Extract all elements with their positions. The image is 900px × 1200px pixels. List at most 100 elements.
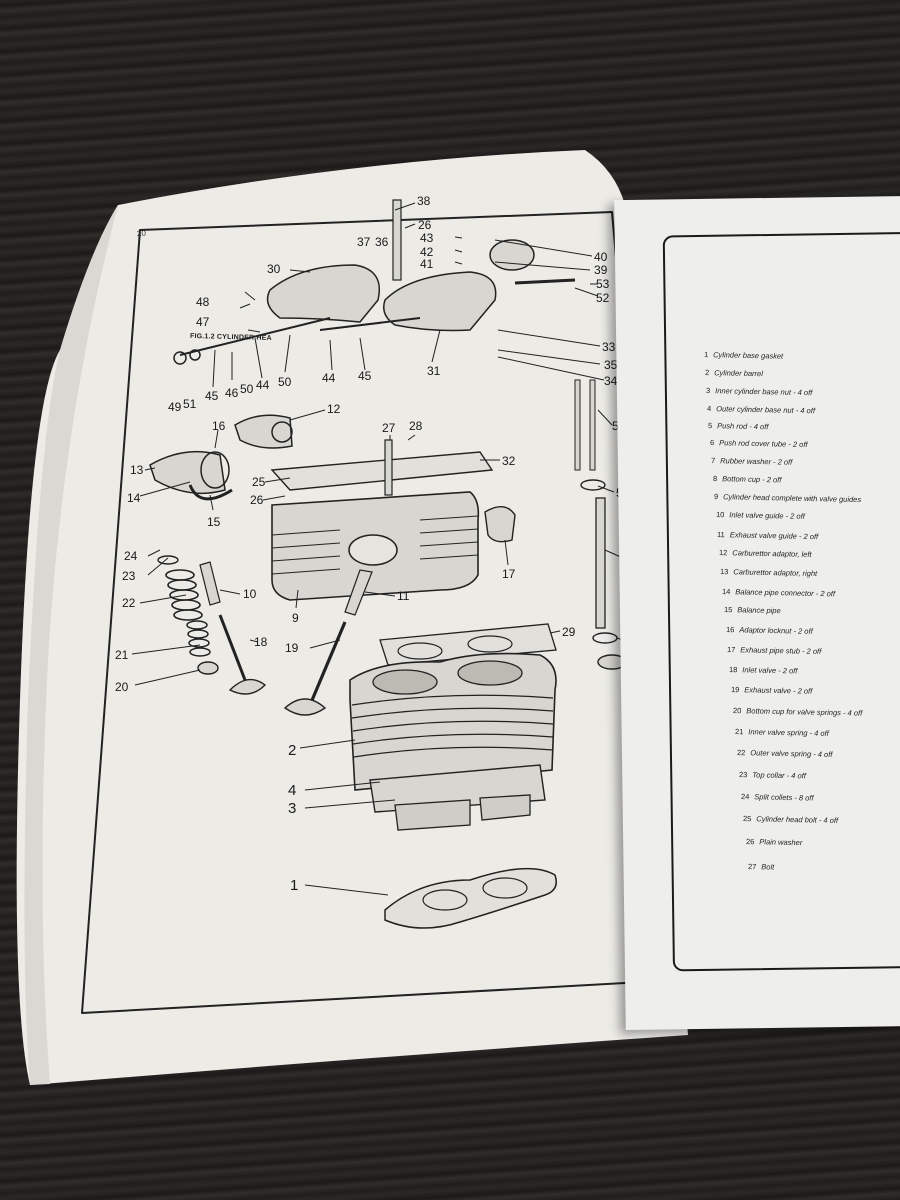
rubber-washer-54: [580, 479, 606, 491]
cylinder-base-gasket: [384, 867, 557, 929]
pushrod-cover-tube: [595, 497, 606, 629]
inner-valve-spring: [186, 620, 211, 657]
page-curl-shadow: [24, 205, 119, 1085]
svg-text:16: 16: [212, 419, 226, 433]
svg-text:2: 2: [288, 742, 296, 759]
svg-text:25: 25: [252, 475, 266, 489]
svg-text:27: 27: [382, 421, 396, 435]
leader-lines: [131, 202, 631, 896]
gasket-bore-right: [467, 635, 513, 653]
outer-valve-spring: [165, 569, 203, 621]
svg-text:15: 15: [207, 515, 221, 529]
svg-text:40: 40: [594, 250, 608, 264]
head-gasket: [270, 451, 494, 491]
svg-text:44: 44: [256, 378, 270, 392]
svg-text:1: 1: [290, 877, 298, 894]
svg-text:10: 10: [243, 587, 257, 601]
svg-text:34: 34: [604, 374, 618, 388]
svg-text:52: 52: [596, 291, 610, 305]
svg-text:37: 37: [357, 235, 371, 249]
svg-text:14: 14: [127, 491, 141, 505]
rocker-spindle-right: [319, 317, 421, 331]
barrel-fins: [351, 694, 554, 758]
svg-text:43: 43: [420, 231, 434, 245]
svg-text:42: 42: [420, 245, 434, 259]
barrel-bore-left: [372, 669, 438, 695]
svg-text:47: 47: [196, 315, 210, 329]
svg-text:48: 48: [196, 295, 210, 309]
exhaust-valve-head: [283, 698, 327, 716]
svg-text:53: 53: [596, 277, 610, 291]
head-bolt-27: [384, 439, 393, 496]
oil-feed-pipe: [514, 278, 576, 285]
svg-text:18: 18: [254, 635, 268, 649]
svg-text:21: 21: [115, 648, 129, 662]
svg-text:11: 11: [397, 589, 410, 603]
washer-51: [189, 349, 201, 361]
barrel-bore-right: [457, 660, 523, 686]
svg-text:13: 13: [130, 463, 144, 477]
top-collar: [157, 555, 179, 565]
rocker-spindle: [179, 317, 331, 356]
rocker-box-left: [266, 264, 380, 323]
svg-text:41: 41: [420, 257, 434, 271]
bottom-cup-20: [197, 661, 219, 675]
svg-text:30: 30: [267, 262, 281, 276]
svg-text:50: 50: [278, 375, 292, 389]
callout-labels: 38 26 43 42 41 37 36 40 39 53 52 30 48 4…: [115, 194, 639, 894]
base-gasket-bore-right: [482, 877, 528, 899]
svg-text:19: 19: [285, 641, 299, 655]
barrel-spigot-right: [479, 794, 531, 821]
svg-text:51: 51: [183, 397, 197, 411]
svg-text:4: 4: [288, 782, 296, 799]
exhaust-pipe-stub: [484, 506, 516, 543]
washer-49: [173, 351, 187, 365]
svg-text:45: 45: [358, 369, 372, 383]
svg-text:31: 31: [427, 364, 441, 378]
pushrod-b: [589, 379, 596, 471]
exhaust-valve-guide: [344, 569, 373, 616]
svg-text:24: 24: [124, 549, 138, 563]
svg-text:20: 20: [115, 680, 129, 694]
page-paper: [16, 150, 688, 1085]
legend-frame: [662, 231, 900, 972]
inspection-cap: [489, 239, 535, 271]
page-number: 20: [136, 228, 147, 239]
svg-text:26: 26: [250, 493, 264, 507]
stud-38: [392, 199, 402, 281]
svg-text:29: 29: [562, 625, 576, 639]
balance-pipe: [188, 484, 233, 501]
svg-text:17: 17: [502, 567, 516, 581]
svg-text:26: 26: [418, 218, 432, 232]
rocker-box-right: [383, 271, 497, 332]
svg-text:33: 33: [602, 340, 616, 354]
svg-text:38: 38: [417, 194, 431, 208]
head-fins: [271, 515, 479, 575]
svg-text:3: 3: [288, 800, 296, 817]
svg-text:28: 28: [409, 419, 423, 433]
svg-text:22: 22: [122, 596, 136, 610]
svg-text:36: 36: [375, 235, 389, 249]
exhaust-port: [348, 534, 398, 566]
gasket-bore-left: [397, 642, 443, 660]
svg-text:12: 12: [327, 402, 341, 416]
svg-text:45: 45: [205, 389, 219, 403]
adaptor-locknut: [200, 451, 230, 489]
